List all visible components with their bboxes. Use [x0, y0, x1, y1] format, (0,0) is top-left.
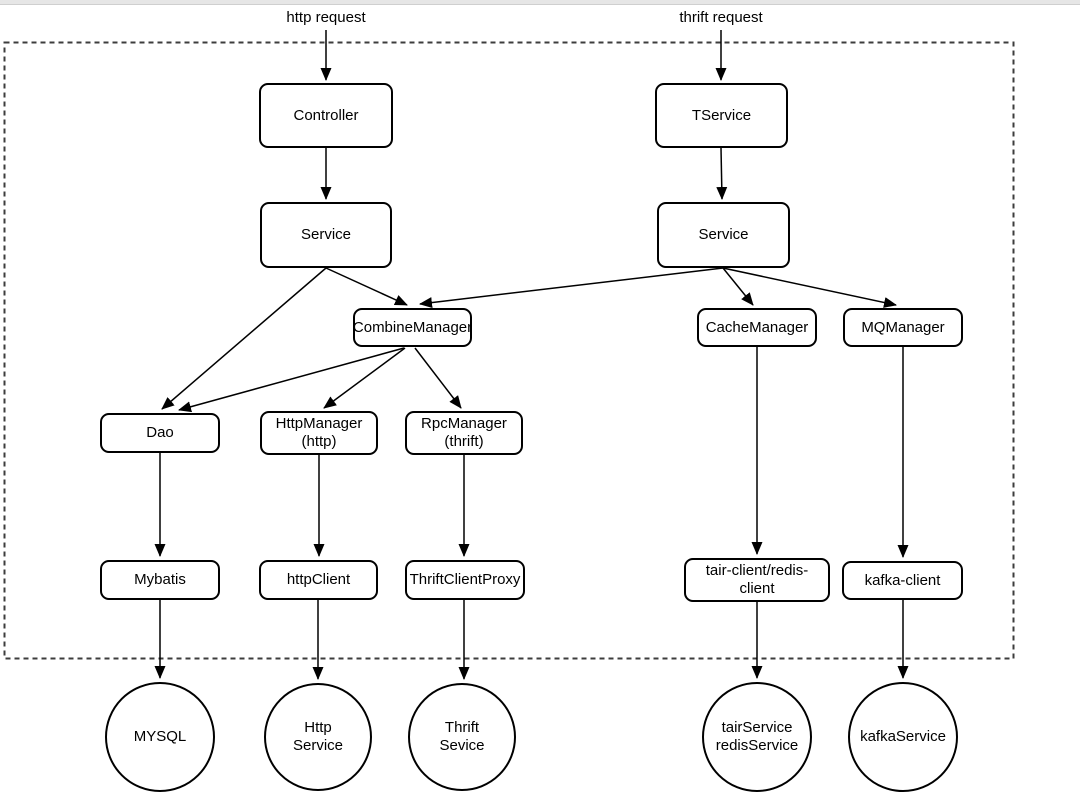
window-top-edge: [0, 0, 1080, 5]
node-label-line: Dao: [146, 424, 174, 441]
node-label-line: httpClient: [286, 571, 351, 588]
node-label-line: kafkaService: [860, 728, 946, 745]
edge-combinemanager-to-httpmanager: [323, 347, 406, 409]
node-http-client: httpClient: [259, 560, 378, 600]
node-label-line: kafka-client: [864, 571, 941, 589]
node-kafka-client: kafka-client: [842, 561, 963, 600]
node-label-line: TService: [691, 106, 752, 124]
node-rpc-manager: RpcManager(thrift): [405, 411, 523, 455]
node-dao: Dao: [100, 413, 220, 453]
node-label-line: (http): [301, 433, 337, 450]
edge-service-thrift-to-cachemanager: [722, 267, 754, 306]
node-service-http: Service: [260, 202, 392, 268]
node-label-line: client: [739, 580, 775, 597]
edge-service-http-to-dao: [161, 267, 327, 410]
node-mysql-db: MYSQL: [105, 682, 215, 792]
node-mq-manager: MQManager: [843, 308, 963, 347]
node-controller: Controller: [259, 83, 393, 148]
thrift-request-label: thrift request: [679, 9, 763, 26]
edge-service-thrift-to-mqmanager: [722, 267, 897, 308]
node-label-line: CombineManager: [352, 318, 473, 336]
node-label-line: ThriftClientProxy: [409, 571, 521, 588]
edge-service-thrift-to-combinemanager: [419, 267, 724, 309]
node-cache-manager: CacheManager: [697, 308, 817, 347]
node-label-line: Controller: [293, 106, 359, 124]
node-kafka-service-ext: kafkaService: [848, 682, 958, 792]
node-combine-manager: CombineManager: [353, 308, 472, 347]
node-label-line: (thrift): [444, 433, 484, 450]
node-label-line: tairService: [721, 719, 793, 736]
node-label-line: Sevice: [439, 737, 485, 754]
edge-combinemanager-to-rpcmanager: [414, 347, 462, 409]
edge-service-http-to-combinemanager: [325, 267, 408, 306]
node-http-manager: HttpManager(http): [260, 411, 378, 455]
system-boundary: [3, 41, 1015, 660]
node-label-line: Http: [304, 719, 332, 736]
edge-tservice-to-service: [716, 147, 728, 200]
node-label-line: RpcManager: [421, 415, 507, 432]
node-label-line: MYSQL: [133, 728, 187, 745]
node-label-line: tair-client/redis-: [705, 562, 809, 579]
node-label-line: redisService: [715, 737, 799, 754]
node-label-line: Service: [292, 737, 344, 754]
node-service-thrift: Service: [657, 202, 790, 268]
node-label-line: Service: [698, 226, 749, 243]
node-label-line: Mybatis: [134, 571, 186, 588]
node-label-line: CacheManager: [705, 318, 809, 336]
http-request-label: http request: [286, 9, 366, 26]
node-label-line: MQManager: [861, 318, 945, 336]
node-label-line: Service: [300, 226, 352, 243]
node-mybatis: Mybatis: [100, 560, 220, 600]
node-label-line: HttpManager: [275, 415, 363, 432]
node-tservice: TService: [655, 83, 788, 148]
node-thrift-client-proxy: ThriftClientProxy: [405, 560, 525, 600]
node-tair-redis-client: tair-client/redis-client: [684, 558, 830, 602]
node-label-line: Thrift: [444, 719, 480, 736]
edge-combinemanager-to-dao: [178, 347, 405, 413]
